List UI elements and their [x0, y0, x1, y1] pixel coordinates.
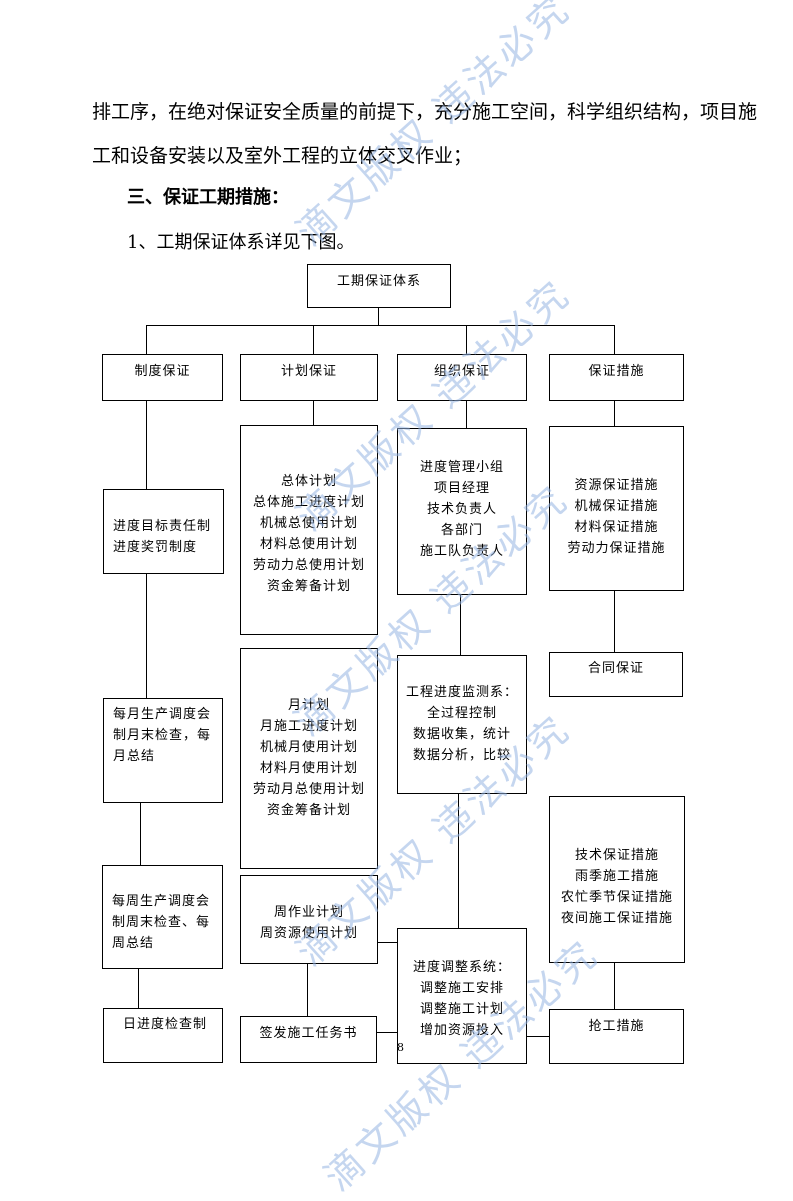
col1-box-2-line: 每月生产调度会 — [113, 707, 212, 722]
col2-box-3: 周作业计划 周资源使用计划 — [240, 875, 378, 964]
col1-box-1: 进度目标责任制 进度奖罚制度 — [103, 489, 224, 574]
col3-header-box: 组织保证 — [397, 354, 527, 401]
col2-box-4-line: 签发施工任务书 — [259, 1026, 358, 1041]
col1-box-3-line: 周总结 — [112, 936, 155, 951]
col2-box-1-line: 机械总使用计划 — [259, 516, 358, 531]
col2-box-3-line: 周资源使用计划 — [259, 926, 358, 941]
col2-box-3-line: 周作业计划 — [273, 905, 344, 920]
connector — [526, 1036, 549, 1037]
col2-box-2-line: 材料月使用计划 — [259, 761, 358, 776]
col1-header: 制度保证 — [134, 364, 191, 379]
col2-box-1-line: 材料总使用计划 — [259, 537, 358, 552]
col4-box-3-line: 农忙季节保证措施 — [560, 890, 673, 905]
col4-header: 保证措施 — [588, 364, 645, 379]
section-heading: 三、保证工期措施： — [127, 187, 289, 208]
col4-box-3-line: 夜间施工保证措施 — [560, 911, 673, 926]
col3-box-1-line: 施工队负责人 — [419, 544, 504, 559]
connector — [614, 325, 615, 355]
connector — [146, 400, 147, 490]
col4-box-1-line: 机械保证措施 — [574, 499, 659, 514]
watermark-1: 滴文版权 违法必究 — [288, 0, 580, 255]
col2-box-1-line: 资金筹备计划 — [266, 579, 351, 594]
root-label: 工期保证体系 — [336, 274, 421, 289]
root-box: 工期保证体系 — [307, 264, 451, 308]
connector — [146, 325, 614, 326]
col1-box-4-line: 日进度检查制 — [123, 1017, 208, 1032]
col2-box-2-line: 月施工进度计划 — [259, 719, 358, 734]
col1-header-box: 制度保证 — [102, 354, 223, 401]
col1-box-4: 日进度检查制 — [103, 1008, 223, 1063]
col4-header-box: 保证措施 — [549, 354, 684, 401]
connector — [377, 942, 398, 943]
connector — [313, 325, 314, 355]
col4-box-1: 资源保证措施 机械保证措施 材料保证措施 劳动力保证措施 — [549, 426, 684, 591]
col3-box-3-line: 增加资源投入 — [419, 1023, 504, 1038]
connector — [614, 590, 615, 653]
col2-box-2-line: 资金筹备计划 — [266, 803, 351, 818]
col4-box-1-line: 资源保证措施 — [574, 478, 659, 493]
col2-box-1: 总体计划 总体施工进度计划 机械总使用计划 材料总使用计划 劳动力总使用计划 资… — [240, 425, 378, 635]
col3-box-3-line: 调整施工安排 — [419, 981, 504, 996]
connector — [458, 793, 459, 929]
col2-box-2-line: 月计划 — [287, 698, 330, 713]
col1-box-2-line: 月总结 — [113, 749, 156, 764]
connector — [460, 594, 461, 656]
col3-box-3: 进度调整系统： 调整施工安排 调整施工计划 增加资源投入 — [397, 928, 527, 1064]
connector — [377, 1032, 398, 1033]
connector — [614, 962, 615, 1009]
col3-box-2-line: 数据分析，比较 — [412, 748, 511, 763]
col2-box-4: 签发施工任务书 — [240, 1016, 377, 1063]
col4-box-3-line: 雨季施工措施 — [574, 869, 659, 884]
col2-header-box: 计划保证 — [240, 354, 378, 401]
connector — [140, 802, 141, 866]
intro-line-2: 工和设备安装以及室外工程的立体交叉作业； — [92, 145, 473, 167]
col3-box-1-line: 技术负责人 — [426, 502, 497, 517]
connector — [614, 400, 615, 427]
connector — [146, 325, 147, 355]
col3-box-1-line: 项目经理 — [433, 481, 490, 496]
col3-box-3-line: 进度调整系统： — [412, 960, 511, 975]
col4-box-3: 技术保证措施 雨季施工措施 农忙季节保证措施 夜间施工保证措施 — [549, 796, 685, 963]
connector — [146, 573, 147, 699]
col3-box-1-line: 进度管理小组 — [419, 460, 504, 475]
col2-box-2-line: 机械月使用计划 — [259, 740, 358, 755]
col1-box-2: 每月生产调度会 制月末检查，每 月总结 — [103, 698, 223, 803]
col2-header: 计划保证 — [280, 364, 337, 379]
col4-box-4: 抢工措施 — [549, 1009, 684, 1064]
col2-box-2-line: 劳动月总使用计划 — [252, 782, 365, 797]
connector — [378, 307, 379, 325]
connector — [466, 325, 467, 355]
col3-box-3-line: 调整施工计划 — [419, 1002, 504, 1017]
col3-box-1: 进度管理小组 项目经理 技术负责人 各部门 施工队负责人 — [397, 428, 527, 595]
col1-box-2-line: 制月末检查，每 — [113, 728, 212, 743]
col4-box-1-line: 劳动力保证措施 — [567, 541, 666, 556]
col4-box-2-line: 合同保证 — [587, 661, 644, 676]
col1-box-3-line: 每周生产调度会 — [112, 894, 211, 909]
connector — [466, 400, 467, 428]
col1-box-3: 每周生产调度会 制周末检查、每 周总结 — [102, 865, 223, 969]
col2-box-1-line: 总体施工进度计划 — [252, 495, 365, 510]
col3-box-2-line: 工程进度监测系： — [405, 685, 518, 700]
connector — [138, 968, 139, 1008]
col2-box-1-line: 总体计划 — [280, 474, 337, 489]
col1-box-3-line: 制周末检查、每 — [112, 915, 211, 930]
col2-box-1-line: 劳动力总使用计划 — [252, 558, 365, 573]
col4-box-2: 合同保证 — [549, 652, 683, 697]
sub-heading: 1、工期保证体系详见下图。 — [127, 232, 355, 253]
col1-box-1-line: 进度目标责任制 — [113, 519, 212, 534]
col3-header: 组织保证 — [433, 364, 490, 379]
col3-box-2: 工程进度监测系： 全过程控制 数据收集，统计 数据分析，比较 — [397, 655, 527, 794]
intro-line-1: 排工序，在绝对保证安全质量的前提下，充分施工空间，科学组织结构，项目施 — [92, 101, 758, 123]
connector — [307, 963, 308, 1016]
col3-box-2-line: 数据收集，统计 — [412, 727, 511, 742]
col4-box-3-line: 技术保证措施 — [574, 848, 659, 863]
col3-box-1-line: 各部门 — [440, 523, 483, 538]
col4-box-1-line: 材料保证措施 — [574, 520, 659, 535]
connector — [313, 400, 314, 425]
col3-box-2-line: 全过程控制 — [426, 706, 497, 721]
page-number: 8 — [397, 1041, 404, 1054]
col2-box-2: 月计划 月施工进度计划 机械月使用计划 材料月使用计划 劳动月总使用计划 资金筹… — [240, 648, 378, 869]
col1-box-1-line: 进度奖罚制度 — [113, 540, 198, 555]
col4-box-4-line: 抢工措施 — [588, 1019, 645, 1034]
